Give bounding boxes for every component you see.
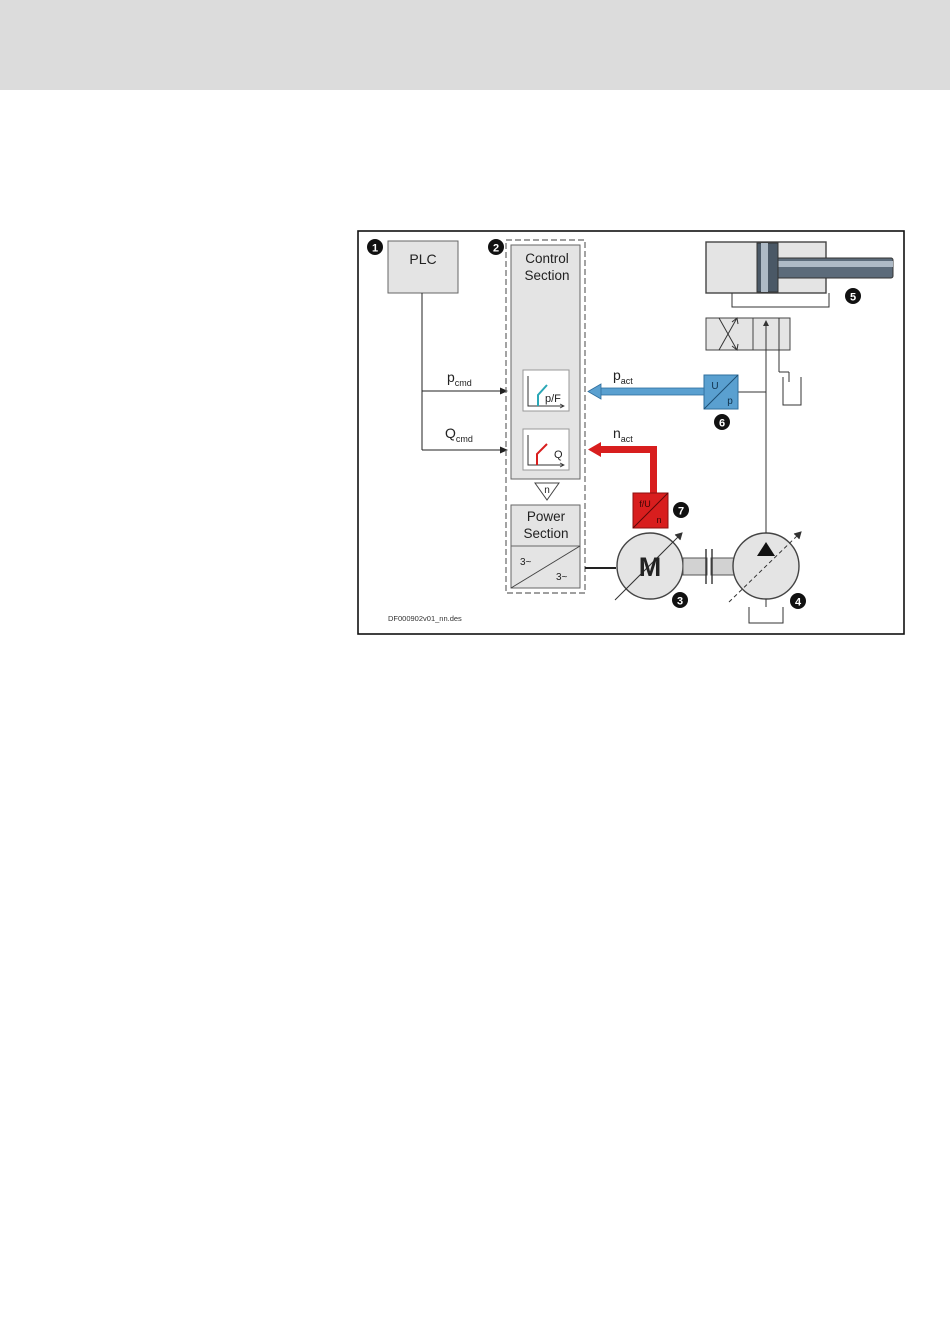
pressure-sensor: U p: [704, 375, 738, 409]
pressure-controller-icon: p/F: [523, 370, 569, 411]
figure-caption: DF000902v01_nn.des: [388, 614, 462, 623]
directional-valve: [706, 318, 790, 350]
converter-input-label: 3~: [520, 557, 532, 568]
marker-2: 2: [488, 239, 504, 255]
svg-text:1: 1: [372, 243, 378, 255]
hydraulic-drive-diagram: 1 PLC pcmd Qcmd 2 Control Section p/F Q: [357, 230, 905, 635]
svg-text:2: 2: [493, 243, 499, 255]
flow-controller-icon: Q: [523, 429, 569, 470]
power-section-label-line2: Section: [523, 526, 568, 541]
power-section: Power Section: [511, 505, 580, 588]
plc-block: PLC: [388, 241, 458, 293]
power-section-label-line1: Power: [527, 509, 566, 524]
pressure-sensor-bottom-label: p: [727, 396, 733, 407]
marker-4: 4: [790, 593, 806, 609]
speed-sensor-top-label: f/U: [639, 499, 651, 509]
marker-5: 5: [845, 288, 861, 304]
control-section-label-line1: Control: [525, 251, 569, 266]
svg-text:4: 4: [795, 597, 802, 609]
svg-text:3: 3: [677, 596, 683, 608]
svg-text:5: 5: [850, 292, 856, 304]
svg-text:6: 6: [719, 418, 725, 430]
page-header-band: [0, 0, 950, 90]
flow-controller-label: Q: [554, 449, 563, 461]
control-section-label-line2: Section: [524, 268, 569, 283]
marker-3: 3: [672, 592, 688, 608]
speed-label: n: [544, 485, 550, 496]
speed-sensor-bottom-label: n: [656, 515, 661, 525]
marker-1: 1: [367, 239, 383, 255]
motor-label: M: [639, 552, 662, 582]
marker-7: 7: [673, 502, 689, 518]
marker-6: 6: [714, 414, 730, 430]
plc-label: PLC: [409, 251, 436, 267]
speed-sensor: f/U n: [633, 493, 668, 528]
converter-output-label: 3~: [556, 572, 568, 583]
svg-text:7: 7: [678, 506, 684, 518]
pressure-sensor-top-label: U: [711, 381, 718, 392]
pressure-controller-label: p/F: [545, 393, 561, 405]
